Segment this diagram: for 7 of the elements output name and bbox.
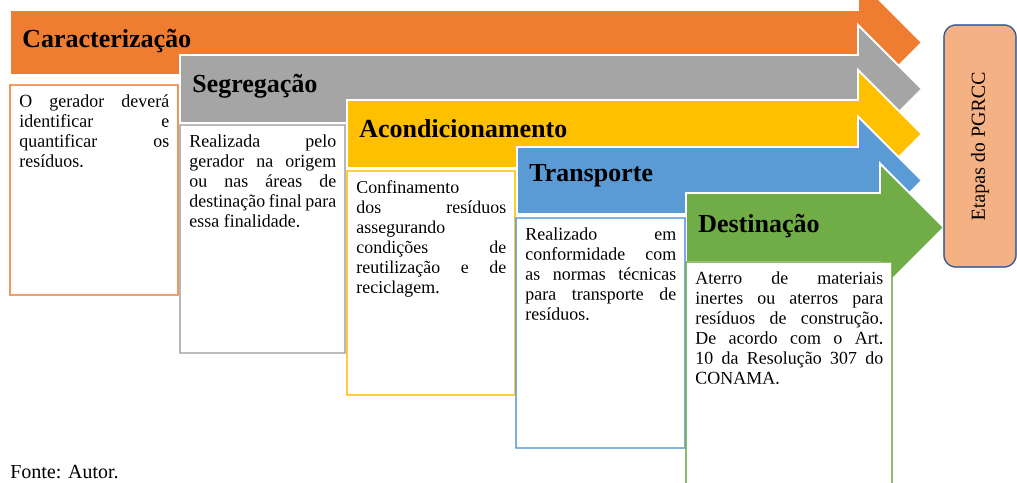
description-box: Confinamento dos resíduos assegurando condições de reutilização e de reciclagem.	[346, 170, 516, 396]
description-box: Realizada pelo gerador na origem ou nas áreas de destinação final para essa finalidade.	[179, 124, 346, 354]
source-note: Fonte: Autor.	[10, 464, 118, 479]
description-box: Aterro de materiais inertes ou aterros para resíduos de construção. De acordo com o Art. 10 da Resolução 307 do CONAMA.	[685, 261, 893, 483]
stage-box: Etapas do PGRCC	[943, 24, 1017, 268]
description-box: Realizado em conformidade com as normas técnicas para transporte de resíduos.	[515, 217, 686, 449]
description-box: O gerador deverá identificar e quantificar os resíduos.	[9, 84, 179, 296]
